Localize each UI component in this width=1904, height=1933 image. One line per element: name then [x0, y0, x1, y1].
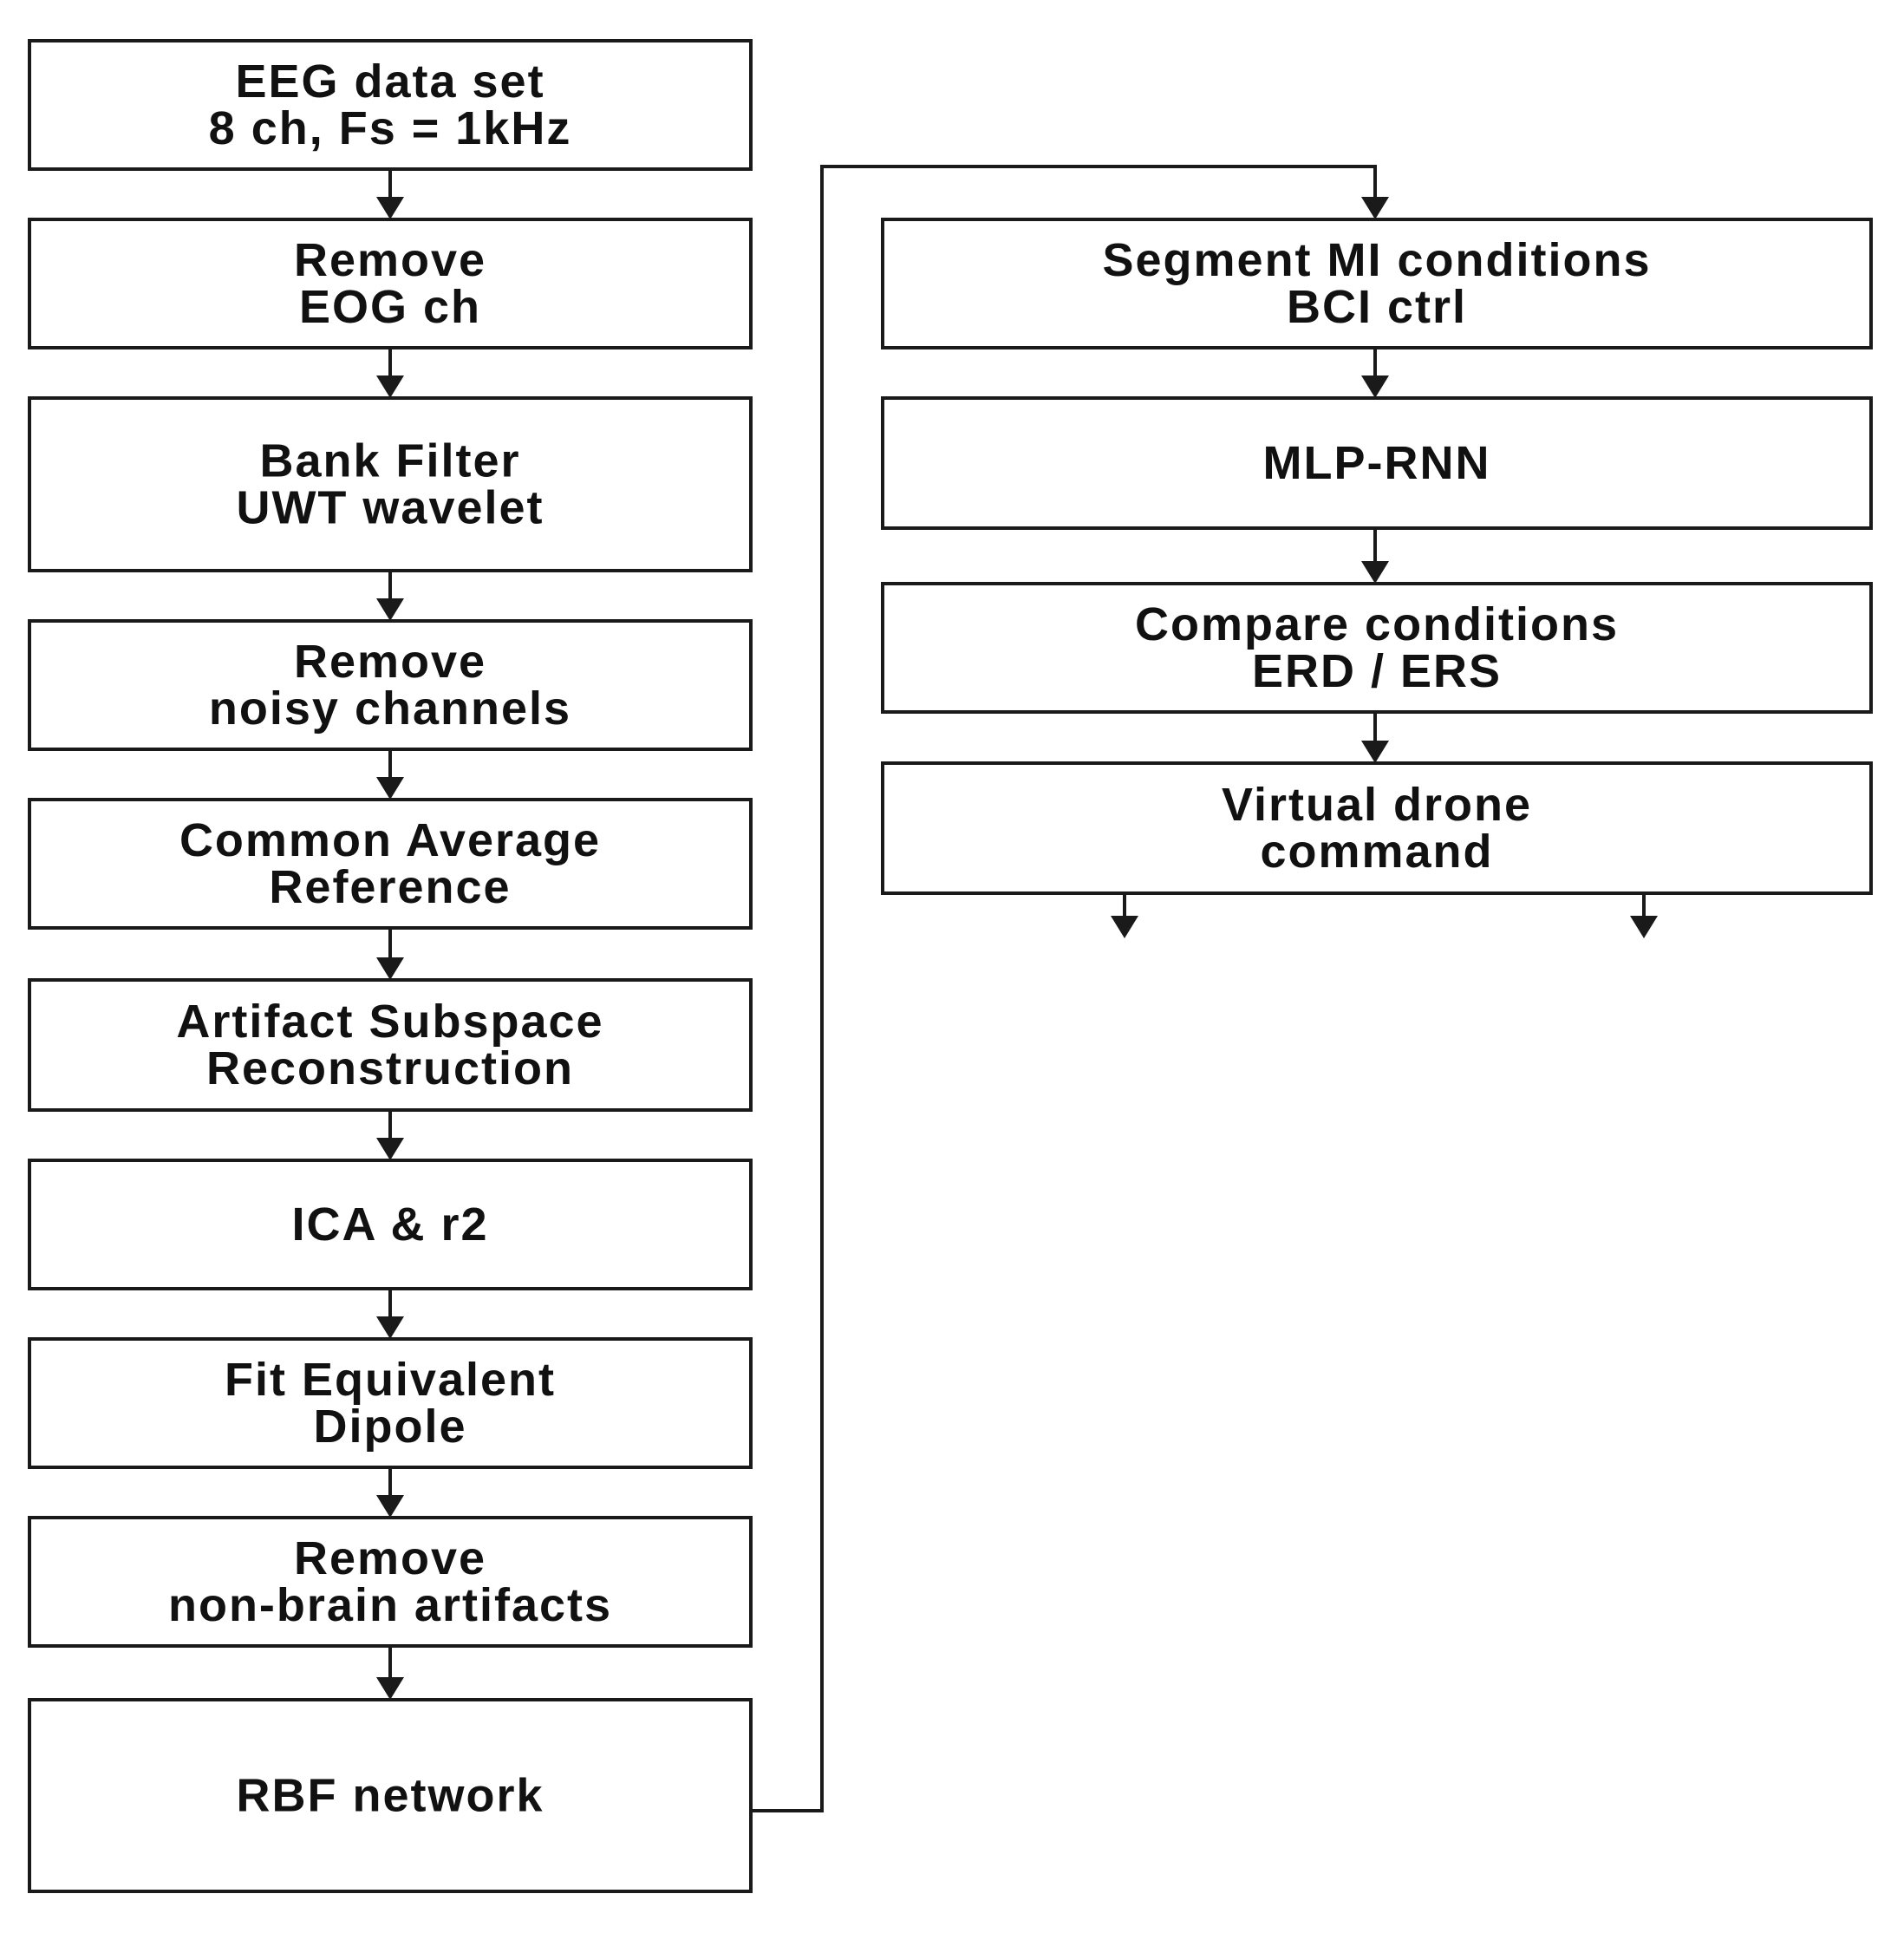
- arrow-head: [376, 777, 404, 800]
- connector-rbf-to-segment: [751, 165, 1377, 1812]
- arrow-head: [376, 1677, 404, 1700]
- box-border: [881, 396, 1873, 530]
- arrow-head: [376, 1495, 404, 1518]
- box-label-line: Remove: [294, 636, 486, 688]
- box-border: [881, 218, 1873, 349]
- box-border: [28, 1159, 753, 1290]
- arrow-head: [1361, 741, 1389, 763]
- box-border: [28, 619, 753, 751]
- box-ica-r2: ICA & r2: [28, 1159, 753, 1290]
- arrow-head: [1361, 197, 1389, 219]
- box-label-line: ICA & r2: [291, 1198, 488, 1251]
- box-label-line: 8 ch, Fs = 1kHz: [209, 102, 572, 154]
- arrow-head: [1361, 561, 1389, 584]
- box-label-line: ERD / ERS: [1252, 645, 1502, 697]
- box-label-line: Compare conditions: [1135, 598, 1619, 650]
- box-label-line: Common Average: [179, 814, 601, 866]
- box-border: [881, 761, 1873, 895]
- connectors: [376, 165, 1658, 1812]
- box-label-line: noisy channels: [209, 682, 571, 735]
- arrow-head: [1111, 916, 1138, 938]
- arrow-head: [376, 197, 404, 219]
- arrow-head: [376, 1138, 404, 1160]
- box-border: [881, 582, 1873, 714]
- box-border: [28, 1337, 753, 1469]
- box-border: [28, 218, 753, 349]
- box-border: [28, 798, 753, 930]
- box-rbf-network: RBF network: [28, 1698, 753, 1893]
- box-border: [28, 1698, 753, 1893]
- box-mlp-rnn: MLP-RNN: [881, 396, 1873, 530]
- arrow-head: [1630, 916, 1658, 938]
- box-border: [28, 39, 753, 171]
- box-label-line: Bank Filter: [259, 435, 520, 487]
- box-label-line: RBF network: [236, 1770, 544, 1822]
- box-label-line: Dipole: [313, 1401, 466, 1453]
- box-label-line: MLP-RNN: [1263, 437, 1491, 489]
- box-border: [28, 978, 753, 1112]
- box-label-line: Reconstruction: [206, 1042, 574, 1094]
- box-label-line: EEG data set: [235, 56, 544, 108]
- arrow-head: [376, 957, 404, 980]
- box-label-line: Remove: [294, 1532, 486, 1584]
- box-label-line: Remove: [294, 234, 486, 286]
- box-label-line: EOG ch: [299, 281, 481, 333]
- box-border: [28, 1516, 753, 1648]
- arrow-head: [376, 1316, 404, 1339]
- arrow-head: [376, 375, 404, 398]
- box-label-line: UWT wavelet: [236, 482, 544, 534]
- box-label-line: Segment MI conditions: [1102, 234, 1651, 286]
- box-label-line: Virtual drone: [1222, 779, 1532, 831]
- arrow-head: [1361, 375, 1389, 398]
- box-label-line: Artifact Subspace: [176, 996, 603, 1048]
- box-label-line: Fit Equivalent: [225, 1354, 556, 1406]
- box-label-line: command: [1260, 826, 1493, 878]
- box-label-line: BCI ctrl: [1287, 281, 1467, 333]
- box-label-line: Reference: [269, 861, 511, 913]
- box-label-line: non-brain artifacts: [168, 1579, 612, 1631]
- arrow-head: [376, 598, 404, 621]
- box-border: [28, 396, 753, 572]
